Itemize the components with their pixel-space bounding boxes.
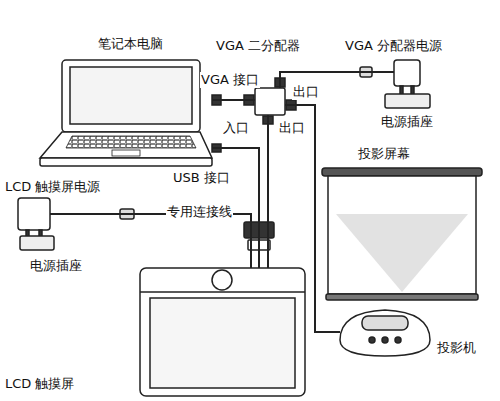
device-caption: 笔记本电脑 xyxy=(98,36,163,52)
device-node: 投影屏幕 xyxy=(322,168,482,300)
vga-power-drawing xyxy=(360,60,430,108)
port-label: 专用连接线 xyxy=(166,204,233,220)
device-node: VGA 二分配器 xyxy=(255,88,285,115)
device-node: 电源插座 xyxy=(20,236,54,250)
device-caption: VGA 分配器电源 xyxy=(345,38,442,54)
device-node: 投影机 xyxy=(340,308,430,356)
device-node: 电源插座 xyxy=(385,94,430,108)
device-node: LCD 触摸屏 xyxy=(140,268,305,396)
cable xyxy=(285,105,340,332)
projector-drawing xyxy=(340,310,430,356)
device-node: 笔记本电脑 xyxy=(40,60,212,166)
port-label: 出口 xyxy=(278,120,306,136)
port-label: 入口 xyxy=(222,120,250,136)
device-caption: 电源插座 xyxy=(381,114,433,130)
screen-drawing xyxy=(322,168,482,300)
device-caption: 投影机 xyxy=(437,340,476,356)
port-label: 出口 xyxy=(292,84,320,100)
device-caption: 投影屏幕 xyxy=(358,146,410,162)
device-caption: VGA 二分配器 xyxy=(216,38,300,54)
port-label: VGA 接口 xyxy=(200,72,260,88)
touchscreen-drawing xyxy=(140,268,305,396)
lcd-power-drawing xyxy=(18,198,134,250)
device-node: VGA 分配器电源 xyxy=(394,60,420,86)
device-caption: LCD 触摸屏 xyxy=(5,376,74,392)
cable xyxy=(212,99,255,101)
device-node: LCD 触摸屏电源 xyxy=(18,198,50,230)
device-caption: LCD 触摸屏电源 xyxy=(5,179,100,195)
port-label: USB 接口 xyxy=(172,170,231,186)
laptop-drawing xyxy=(40,60,221,166)
cable xyxy=(267,115,269,268)
device-caption: 电源插座 xyxy=(30,258,82,274)
